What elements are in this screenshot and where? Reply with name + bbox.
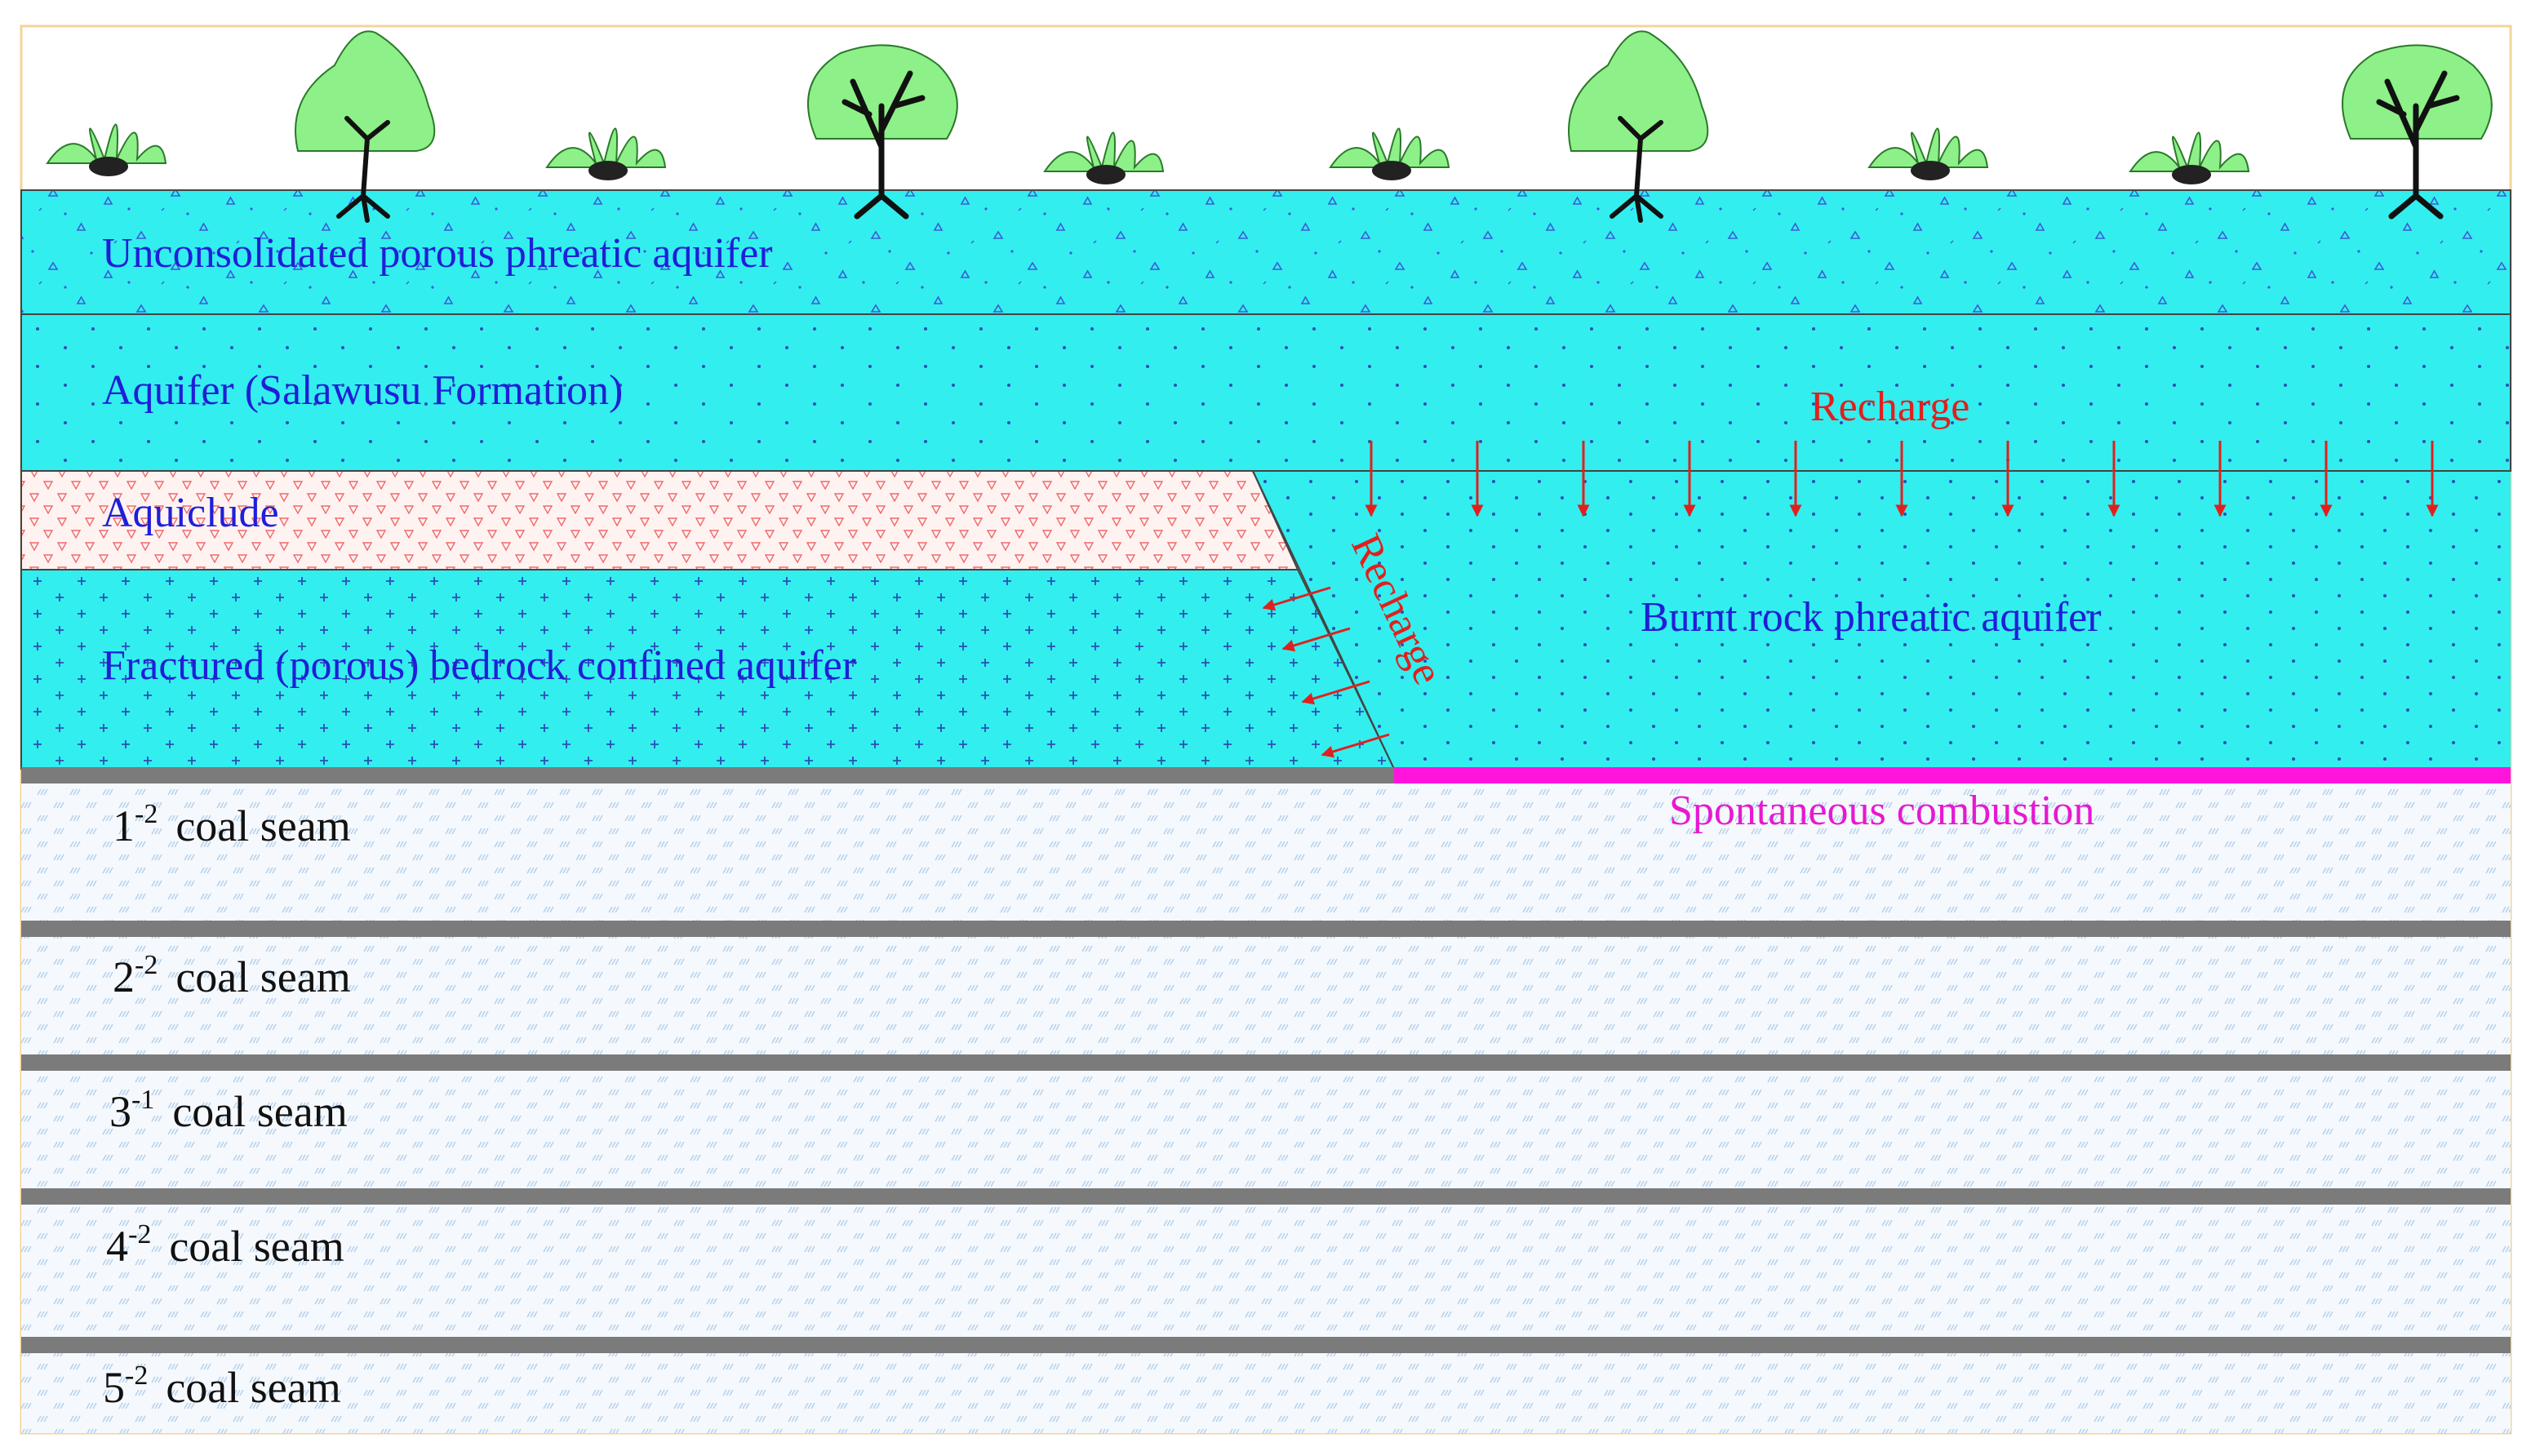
- seam-superscript: -2: [135, 799, 158, 829]
- seam-superscript: -1: [131, 1085, 154, 1115]
- seam-number: 4: [106, 1222, 128, 1271]
- recharge-arrows-vertical: [1365, 441, 2439, 517]
- vegetation: [46, 30, 2493, 223]
- salawusu-aquifer-label: Aquifer (Salawusu Formation): [102, 367, 623, 414]
- salawusu-aquifer-layer: [20, 313, 2511, 472]
- coal-seam-band-3: [21, 1054, 2511, 1071]
- unconsolidated-aquifer-label: Unconsolidated porous phreatic aquifer: [102, 230, 773, 277]
- burnt-rock-aquifer-zone: [1253, 471, 2511, 769]
- unconsolidated-aquifer-layer: [20, 189, 2511, 315]
- spontaneous-combustion-label: Spontaneous combustion: [1669, 788, 2094, 834]
- seam-name: coal seam: [175, 801, 350, 850]
- coal-seam-label: 4-2 coal seam: [106, 1219, 344, 1271]
- burnt-rock-aquifer-label: Burnt rock phreatic aquifer: [1641, 594, 2102, 641]
- seam-superscript: -2: [135, 950, 158, 980]
- grass-icon: [46, 123, 167, 176]
- aquiclude-label: Aquiclude: [102, 490, 279, 536]
- tree-icon: [1568, 30, 1709, 223]
- grass-icon: [1867, 127, 1989, 180]
- recharge-arrows-fault: [1262, 586, 1390, 758]
- seam-superscript: -2: [125, 1361, 148, 1391]
- seam-name: coal seam: [175, 952, 350, 1001]
- coal-measures-layer: [21, 769, 2511, 1433]
- coal-seam-label: 5-2 coal seam: [103, 1361, 341, 1412]
- coal-seam-label: 2-2 coal seam: [113, 950, 351, 1001]
- coal-seam-band-4: [21, 1188, 2511, 1205]
- recharge-arrow: [1262, 586, 1331, 611]
- tree-icon: [807, 44, 958, 220]
- recharge-label-top: Recharge: [1810, 384, 1969, 430]
- fault-line: [1252, 470, 1395, 770]
- seam-number: 1: [113, 801, 135, 850]
- spontaneous-combustion-band: [1394, 767, 2511, 783]
- seam-number: 5: [103, 1363, 125, 1412]
- coal-seam-band-5: [21, 1337, 2511, 1353]
- coal-seam-label: 1-2 coal seam: [113, 799, 351, 850]
- grass-icon: [545, 127, 667, 180]
- fractured-aquifer-label: Fractured (porous) bedrock confined aqui…: [102, 642, 856, 689]
- tree-icon: [2342, 44, 2493, 220]
- coal-seam-label: 3-1 coal seam: [109, 1085, 348, 1136]
- tree-icon: [295, 30, 436, 223]
- grass-icon: [2129, 131, 2250, 184]
- seam-name: coal seam: [172, 1087, 347, 1136]
- coal-seam-band-1-left: [21, 767, 1394, 783]
- seam-name: coal seam: [169, 1222, 344, 1271]
- seam-number: 2: [113, 952, 135, 1001]
- seam-name: coal seam: [166, 1363, 340, 1412]
- seam-superscript: -2: [128, 1219, 151, 1250]
- seam-number: 3: [109, 1087, 131, 1136]
- coal-seam-band-2: [21, 921, 2511, 937]
- recharge-arrow: [1321, 733, 1390, 758]
- recharge-arrow: [1281, 627, 1351, 652]
- grass-icon: [1043, 131, 1165, 184]
- recharge-arrow: [1301, 680, 1370, 705]
- grass-icon: [1329, 127, 1450, 180]
